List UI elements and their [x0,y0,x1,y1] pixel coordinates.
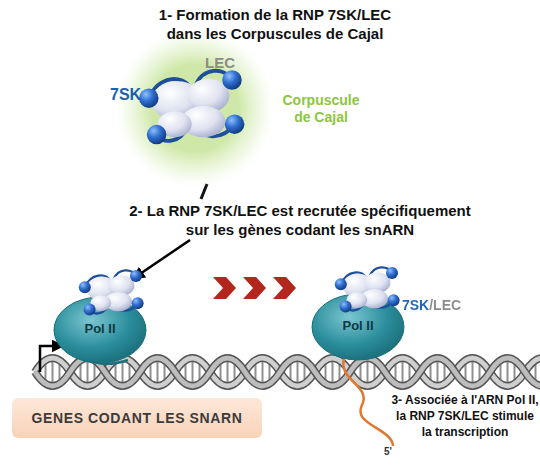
node-label: Pol II [52,321,148,336]
recruitment-arrow [134,240,190,278]
node-label: Pol II [310,318,406,333]
progress-arrow [152,287,310,289]
node-outline [310,265,410,365]
step-caption: 3- Associée à l'ARN Pol II, la RNP 7SK/L… [390,392,540,441]
step-caption: 2- La RNP 7SK/LEC est recrutée spécifiqu… [122,202,478,240]
nascent-rna [343,356,393,446]
node-outline [52,268,152,368]
node-label: Corpuscule de Cajal [277,92,365,126]
step-caption: 1- Formation de la RNP 7SK/LEC dans les … [150,6,400,44]
cajal-glow [115,28,275,188]
promoter-arrow [40,346,62,372]
node-label: GENES CODANT LES SNARN [12,398,262,438]
rna-end-label: 5' [384,446,392,457]
pol-ii-enzyme: Pol II [52,268,152,368]
complex-label: LEC [205,54,235,71]
pol-ii-enzyme: Pol II [310,265,410,365]
gene-box: GENES CODANT LES SNARN [12,398,262,438]
cajal-body: Corpuscule de Cajal [105,30,370,185]
rna-label: 7SK [110,86,141,104]
complex-label: 7SK/LEC [402,297,461,313]
